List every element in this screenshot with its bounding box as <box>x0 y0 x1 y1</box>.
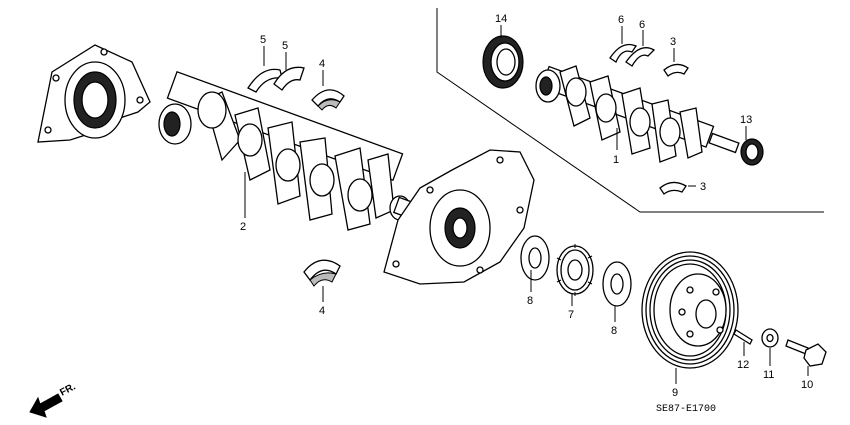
crankshaft-pulley-9 <box>641 251 739 369</box>
bearing-halves-6 <box>609 43 656 67</box>
bearing-half-3-bottom <box>659 181 687 195</box>
callout-1: 1 <box>613 154 619 166</box>
washer-8-left <box>520 235 550 281</box>
bearing-half-4-top <box>311 89 345 111</box>
key-12 <box>733 329 753 345</box>
callout-11: 11 <box>763 369 774 381</box>
washer-8-right <box>602 261 632 307</box>
callout-12: 12 <box>737 359 749 371</box>
callout-9: 9 <box>672 387 678 399</box>
inset-boundary <box>436 8 824 213</box>
timing-pulley-7 <box>556 244 594 296</box>
oil-pump <box>383 149 535 285</box>
callout-6a: 6 <box>618 14 624 26</box>
callout-8b: 8 <box>611 325 617 337</box>
callout-10: 10 <box>801 379 813 391</box>
bolt-10 <box>785 339 827 367</box>
leader-lines <box>244 25 809 384</box>
diagram-code: SE87-E1700 <box>656 404 716 415</box>
arrow-down-left-icon <box>29 393 63 418</box>
callout-8a: 8 <box>527 295 533 307</box>
callout-3b: 3 <box>700 181 706 193</box>
oil-seal-14 <box>482 35 524 89</box>
crankshaft-main <box>158 70 418 231</box>
callout-7: 7 <box>568 309 574 321</box>
callout-4b: 4 <box>319 305 325 317</box>
washer-11 <box>761 328 779 348</box>
callout-3a: 3 <box>670 36 676 48</box>
callout-5b: 5 <box>282 40 288 52</box>
callout-4a: 4 <box>319 58 325 70</box>
seal-13 <box>740 138 764 166</box>
callout-13: 13 <box>740 114 752 126</box>
bearing-halves-5 <box>247 66 305 93</box>
bearing-half-4-bottom <box>303 259 341 287</box>
callout-14: 14 <box>495 13 507 25</box>
callout-2: 2 <box>240 221 246 233</box>
oil-seal-housing <box>37 44 151 143</box>
crankshaft-inset <box>535 65 740 163</box>
callout-6b: 6 <box>639 19 645 31</box>
front-marker-label: FR. <box>58 381 78 398</box>
callout-5a: 5 <box>260 34 266 46</box>
bearing-half-3-top <box>663 63 689 77</box>
